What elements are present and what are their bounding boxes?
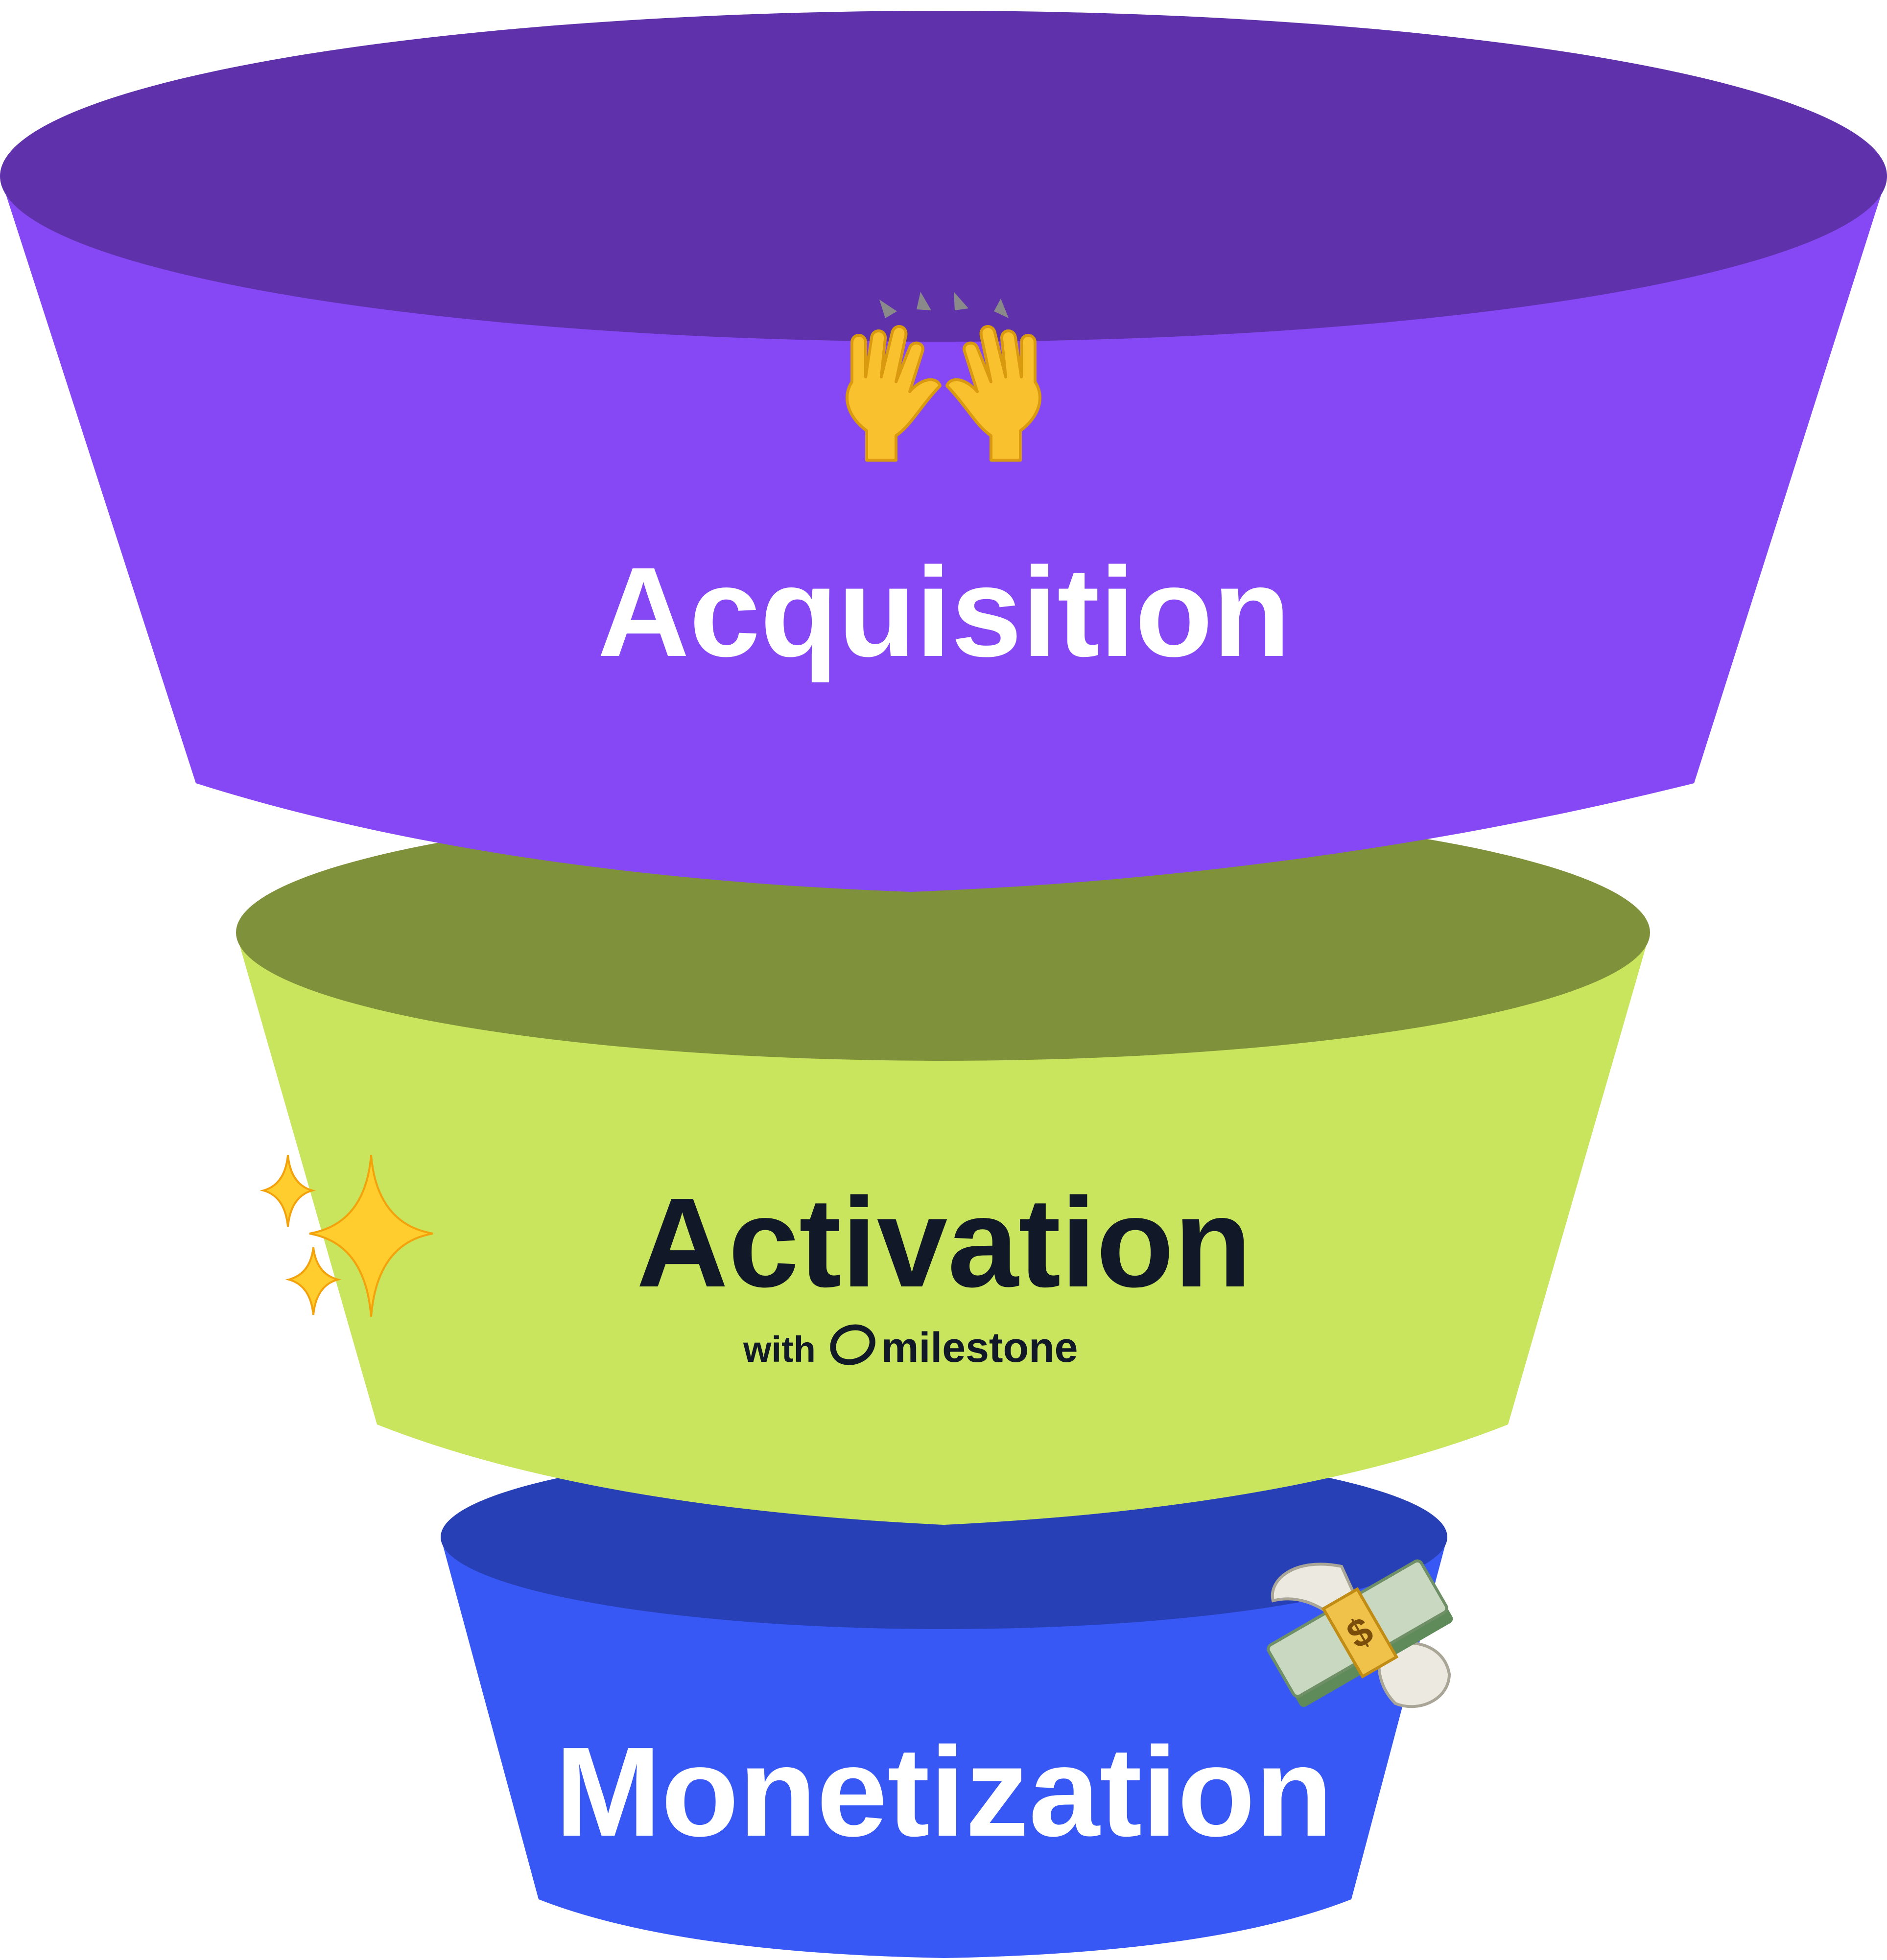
activation-label: Activation <box>637 1172 1252 1314</box>
funnel-stage-acquisition: Acquisition <box>0 11 1887 892</box>
sublabel-brand: milestone <box>881 1324 1078 1371</box>
money-with-wings-icon: $ <box>1267 1559 1453 1708</box>
sparkles-icon <box>259 1155 433 1317</box>
acquisition-label: Acquisition <box>597 541 1291 684</box>
funnel-stage-activation: Activation with milestone <box>236 804 1650 1525</box>
monetization-label: Monetization <box>555 1721 1333 1863</box>
activation-segment-body <box>236 933 1650 1525</box>
acquisition-segment-body <box>0 176 1887 892</box>
raising-hands-icon <box>846 292 1041 462</box>
acquisition-segment-top <box>0 11 1887 342</box>
milestone-logo-icon <box>830 1324 875 1365</box>
sublabel-prefix: with <box>743 1329 816 1370</box>
activation-sublabel: with milestone <box>743 1324 1078 1371</box>
monetization-segment-body <box>441 1537 1447 1958</box>
activation-segment-top <box>236 804 1650 1061</box>
